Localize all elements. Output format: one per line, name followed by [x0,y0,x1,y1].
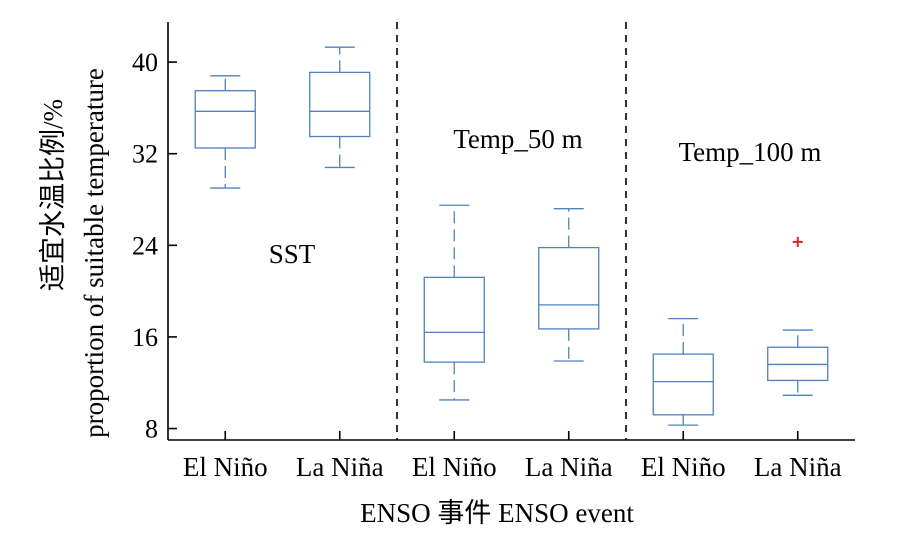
y-tick-label: 40 [132,48,158,77]
x-axis-title: ENSO 事件 ENSO event [360,498,634,528]
x-tick-label: El Niño [641,452,726,482]
box-1 [194,75,256,189]
iqr-box [309,71,371,138]
box-2 [309,46,371,169]
box-4 [538,208,600,362]
panel-label-temp-50m: Temp_50 m [453,124,582,154]
x-tick-label: El Niño [183,452,268,482]
y-tick-label: 16 [132,323,158,352]
box-5 [652,317,714,426]
axes: 8 16 24 32 40 El Niño La Niña El Niño La Niña El … [132,22,855,482]
outlier-marker [792,236,803,247]
box-6 [767,236,829,396]
panel-label-sst: SST [269,239,316,269]
x-tick-label: La Niña [754,452,842,482]
x-tick-label: El Niño [412,452,497,482]
iqr-box [652,353,714,416]
y-axis-title-en: proportion of suitable temperature [79,68,109,438]
y-tick-label: 24 [132,231,158,260]
y-tick-label: 32 [132,140,158,169]
iqr-box [423,276,485,363]
y-tick-label: 8 [145,415,158,444]
panel-label-temp-100m: Temp_100 m [679,137,822,167]
x-tick-label: La Niña [525,452,613,482]
y-axis-title-zh: 适宜水温比例/% [38,99,68,291]
plot-area [194,46,829,426]
iqr-box [194,90,256,149]
box-3 [423,204,485,401]
iqr-box [538,246,600,330]
x-tick-label: La Niña [296,452,384,482]
